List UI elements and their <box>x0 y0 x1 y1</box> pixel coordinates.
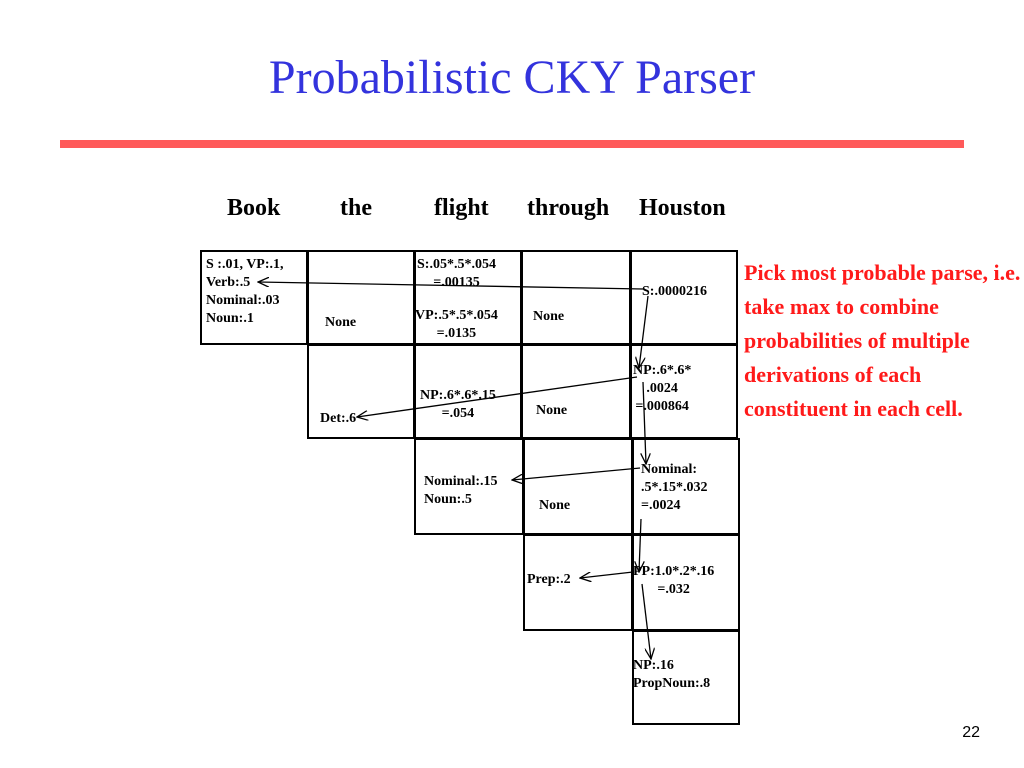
page-number: 22 <box>962 724 980 741</box>
table-cell-1-3 <box>521 344 631 439</box>
cell-text-1-4: NP:.6*.6* .0024 =.000864 <box>633 363 692 414</box>
cell-text-1-2: NP:.6*.6*.15 =.054 <box>420 388 496 421</box>
cell-text-0-2a: S:.05*.5*.054 =.00135 <box>417 257 496 290</box>
cell-text-0-3: None <box>533 309 565 324</box>
table-cell-2-2 <box>414 438 524 535</box>
table-cell-0-1 <box>307 250 415 345</box>
cell-text-2-4: Nominal: .5*.15*.032 =.0024 <box>641 462 708 513</box>
table-cell-0-0 <box>200 250 308 345</box>
cell-text-2-2: Nominal:.15 Noun:.5 <box>424 474 498 507</box>
table-cell-3-3 <box>523 534 633 631</box>
word-the: the <box>340 195 372 221</box>
cell-text-0-2b: VP:.5*.5*.054 =.0135 <box>415 308 498 341</box>
table-cell-0-3 <box>521 250 631 345</box>
cell-text-1-3: None <box>536 403 568 418</box>
explanation-note: Pick most probable parse, i.e. take max … <box>744 260 1021 421</box>
table-cell-0-2 <box>414 250 522 345</box>
cell-text-1-1: Det:.6 <box>320 411 357 426</box>
word-through: through <box>527 195 610 221</box>
cell-text-2-3: None <box>539 498 571 513</box>
cell-text-0-0: S :.01, VP:.1, Verb:.5 Nominal:.03 Noun:… <box>206 257 284 326</box>
title-underline <box>60 140 964 148</box>
word-houston: Houston <box>639 195 726 221</box>
table-cell-2-3 <box>523 438 633 535</box>
cell-text-4-4: NP:.16 PropNoun:.8 <box>633 658 711 691</box>
word-flight: flight <box>434 195 489 221</box>
slide-title: Probabilistic CKY Parser <box>268 51 756 104</box>
cell-text-3-4: PP:1.0*.2*.16 =.032 <box>633 564 715 597</box>
cell-text-0-1: None <box>325 315 357 330</box>
word-book: Book <box>227 195 281 221</box>
cell-text-0-4: S:.0000216 <box>642 284 707 299</box>
cell-text-3-3: Prep:.2 <box>527 572 571 587</box>
